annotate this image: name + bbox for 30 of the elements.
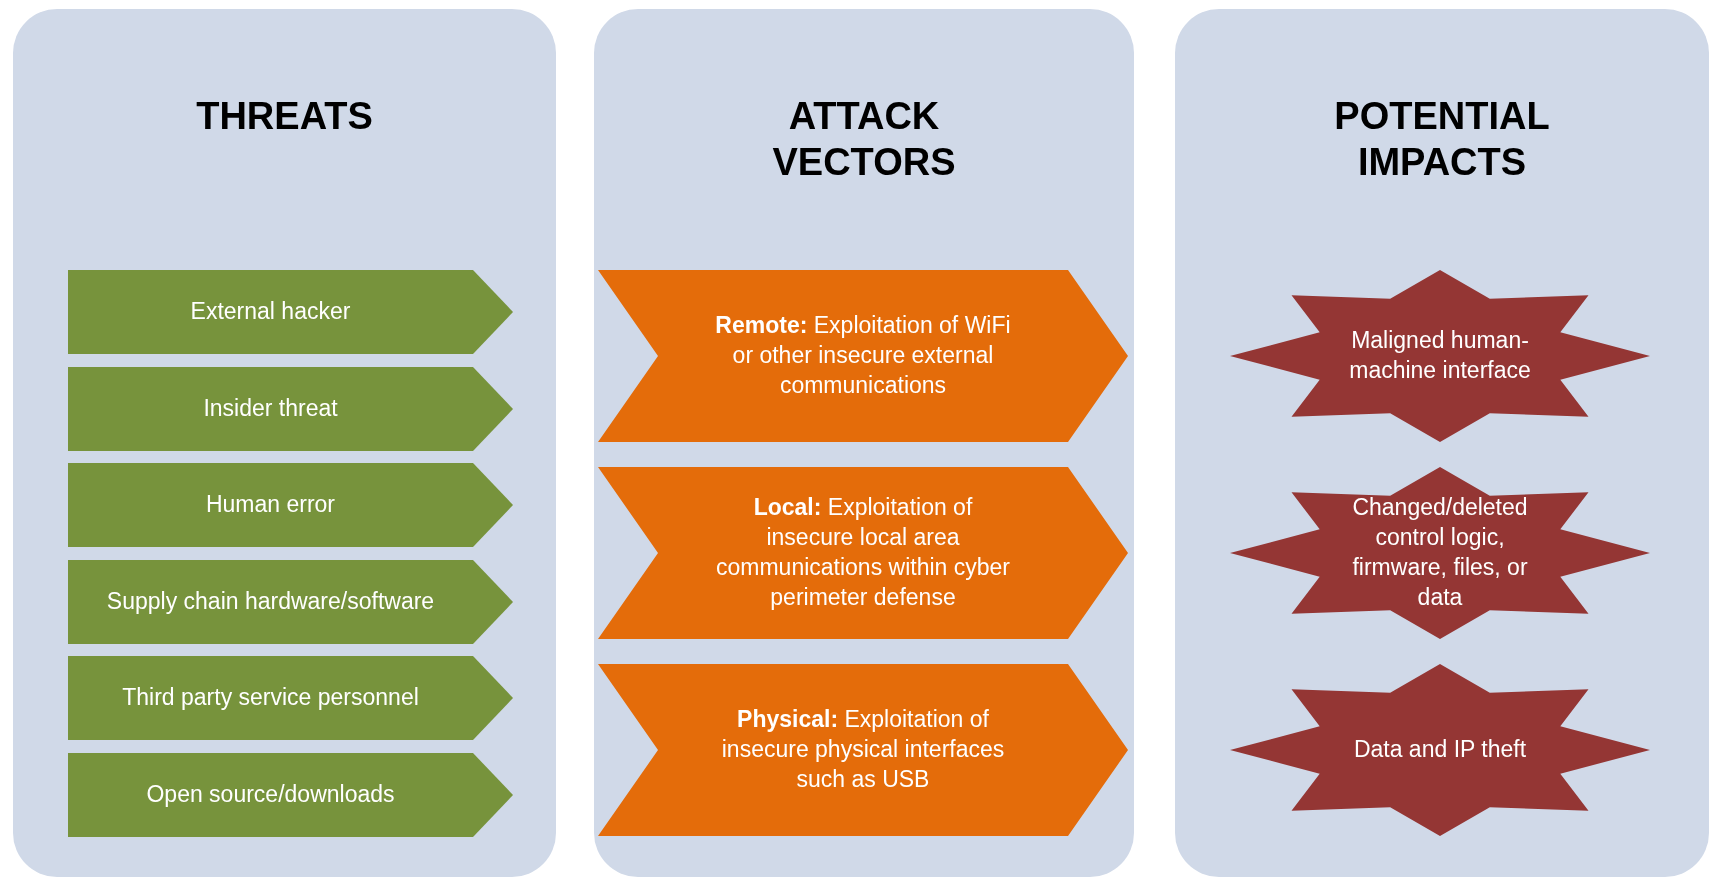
notched-chevron-box (598, 467, 1128, 639)
column-heading: ATTACK VECTORS (771, 94, 957, 185)
column-panel (13, 9, 556, 877)
notched-chevron-box (598, 270, 1128, 442)
box-text: Changed/deleted control logic, firmware, files, or data (1351, 493, 1529, 612)
column-panel (1175, 9, 1709, 877)
box-text: External hacker (190, 297, 351, 327)
box-text: Supply chain hardware/software (106, 586, 435, 616)
box-text: Local: Exploitation of insecure local area communications within cyber perimeter defense (715, 493, 1011, 612)
chevron-box (68, 752, 513, 837)
box-text: Insider threat (203, 393, 338, 423)
chevron-box (68, 366, 513, 451)
star-burst (1230, 270, 1650, 442)
box-text: Remote: Exploitation of WiFi or other insecure external communications (714, 311, 1012, 400)
box-text: Open source/downloads (146, 779, 395, 809)
star-burst (1230, 467, 1650, 639)
box-text: Maligned human-machine interface (1348, 326, 1532, 385)
box-text: Human error (205, 490, 336, 520)
box-text: Third party service personnel (122, 683, 419, 713)
chevron-box (68, 559, 513, 644)
box-text: Physical: Exploitation of insecure physical interfaces such as USB (720, 705, 1006, 794)
chevron-box (68, 463, 513, 547)
chevron-box (68, 656, 513, 740)
box-text: Data and IP theft (1353, 735, 1527, 765)
column-heading: POTENTIAL IMPACTS (1333, 94, 1551, 185)
star-burst (1230, 664, 1650, 836)
notched-chevron-box (598, 664, 1128, 836)
chevron-box (68, 270, 513, 354)
column-panel (594, 9, 1134, 877)
column-heading: THREATS (196, 94, 373, 139)
